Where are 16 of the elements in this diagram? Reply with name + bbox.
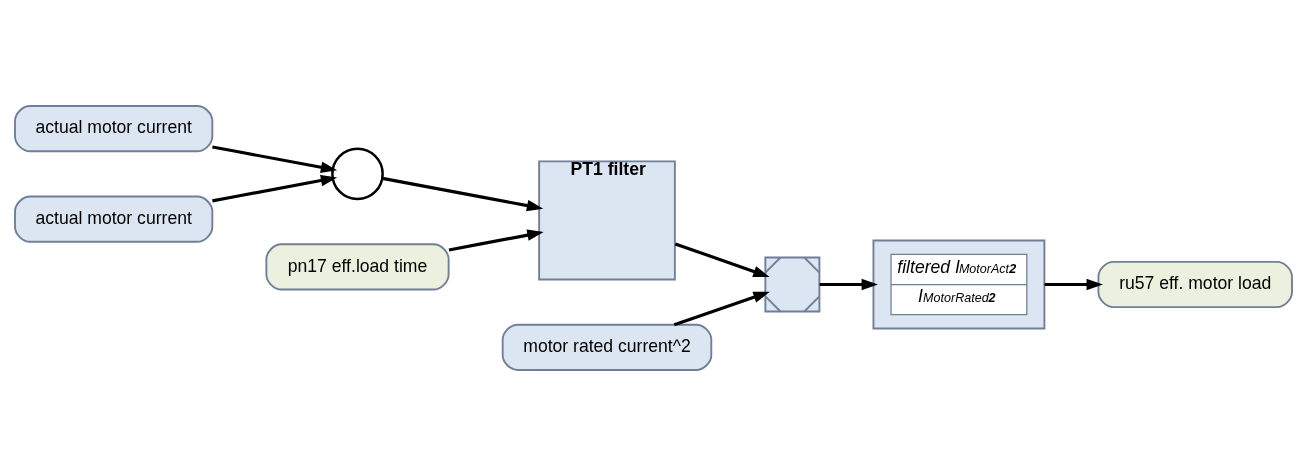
node-box: PT1 filter <box>538 160 676 281</box>
node-box: actual motor current <box>14 195 214 243</box>
arrow <box>212 145 338 173</box>
node-box: actual motor current <box>14 105 214 153</box>
node-circle <box>331 147 384 201</box>
arrow <box>448 229 544 252</box>
arrow <box>673 291 770 327</box>
arrow <box>819 278 878 291</box>
node-box: filtered IMotorAct2 IMotorRated2 <box>872 239 1046 330</box>
arrow <box>1044 278 1103 291</box>
node-box: ru57 eff. motor load <box>1097 260 1293 309</box>
arrow <box>382 176 544 212</box>
node-box: motor rated current^2 <box>501 323 713 371</box>
arrow <box>212 174 338 203</box>
node-box: pn17 eff.load time <box>265 243 450 291</box>
arrow <box>674 242 770 277</box>
